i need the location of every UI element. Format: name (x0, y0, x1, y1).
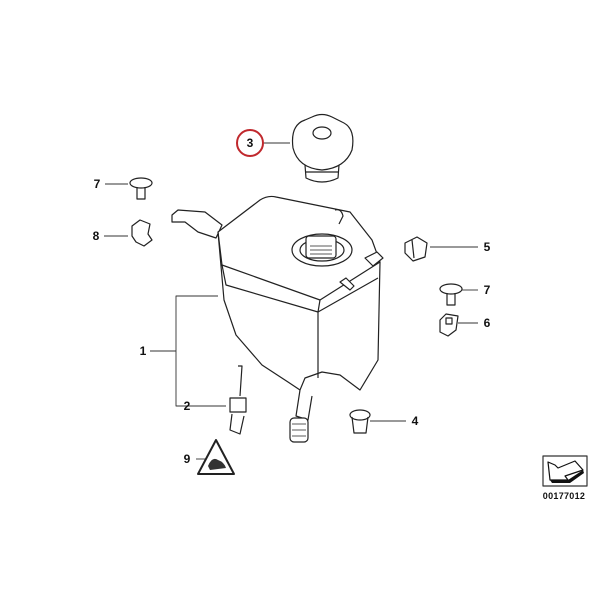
diagram-code: 00177012 (542, 491, 586, 501)
direction-arrow-symbol (542, 455, 588, 487)
callout-3[interactable]: 3 (246, 136, 254, 150)
screw-part-7a (129, 177, 153, 200)
hose-connector-part-5 (404, 236, 428, 262)
callout-9[interactable]: 9 (183, 452, 191, 466)
tank-part-1 (217, 195, 384, 443)
leader-lines (104, 142, 478, 460)
sensor-part-2 (229, 365, 247, 435)
warning-label-part-9 (197, 439, 235, 475)
clip-part-8 (131, 219, 153, 247)
callout-1[interactable]: 1 (139, 344, 147, 358)
callout-5[interactable]: 5 (483, 240, 491, 254)
nut-part-6 (439, 313, 459, 337)
callout-4[interactable]: 4 (411, 414, 419, 428)
callout-2[interactable]: 2 (183, 399, 191, 413)
cap-part-3 (291, 113, 354, 183)
screw-part-7b (439, 283, 463, 306)
callout-6[interactable]: 6 (483, 316, 491, 330)
callout-7b[interactable]: 7 (483, 283, 491, 297)
callout-8[interactable]: 8 (92, 229, 100, 243)
grommet-part-4 (349, 409, 371, 434)
callout-7[interactable]: 7 (93, 177, 101, 191)
highlight-circle (236, 129, 264, 157)
